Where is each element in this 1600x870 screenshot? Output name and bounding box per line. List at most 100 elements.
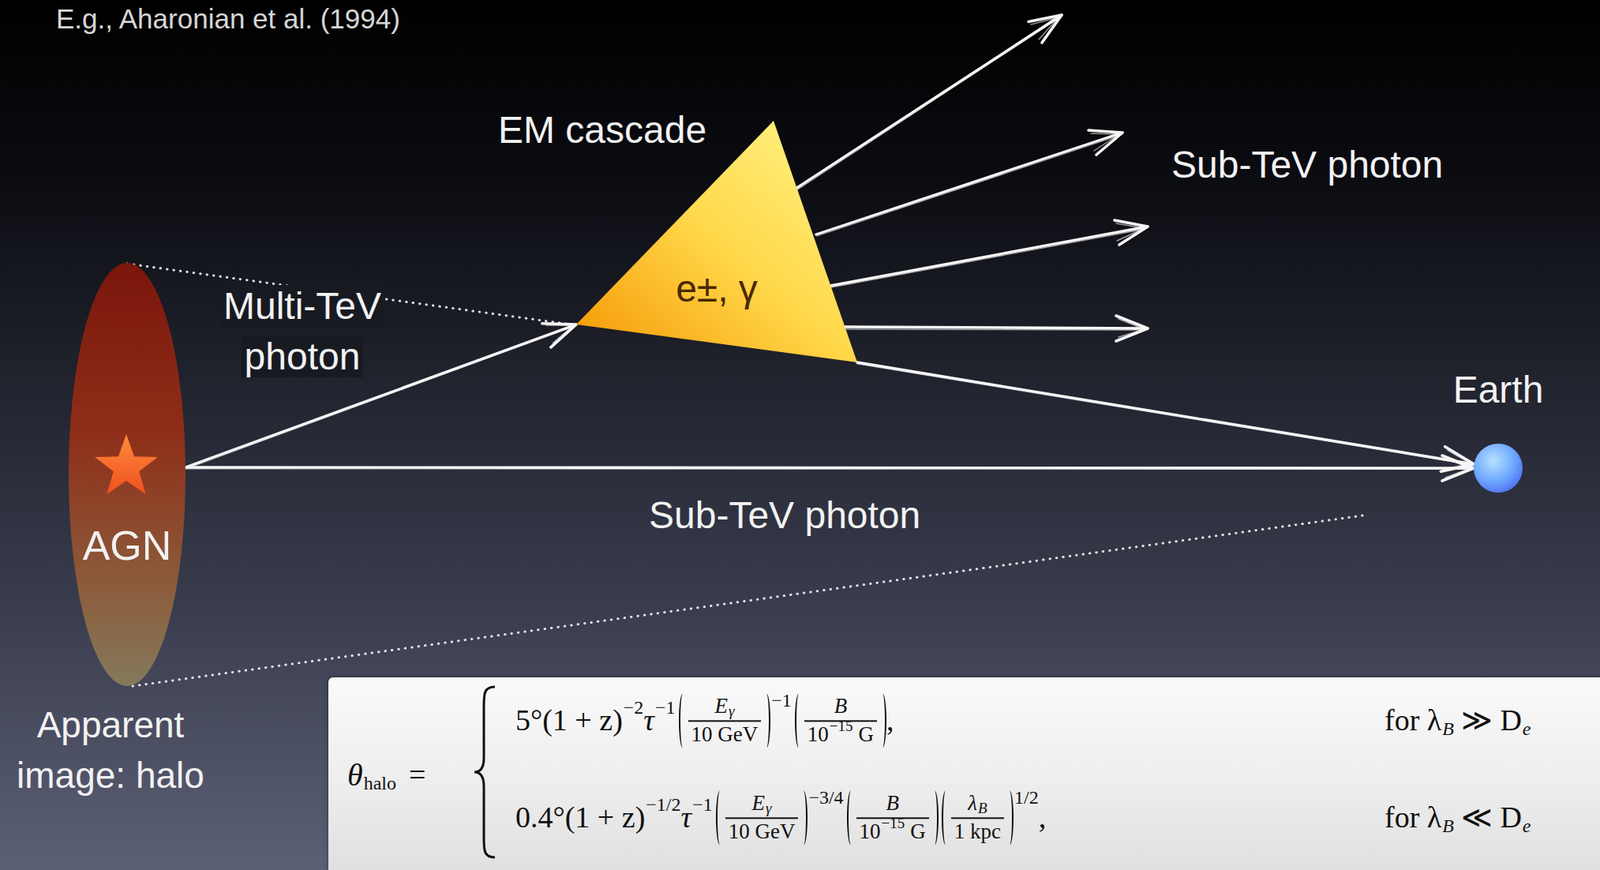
formula-text: τ (681, 801, 693, 835)
formula-text: 10 GeV (728, 820, 796, 844)
formula-text: −1 (771, 689, 792, 711)
formula-text: = (408, 758, 426, 792)
fraction-numerator: λB (964, 791, 990, 817)
arrow-line (816, 132, 1123, 235)
formula-text: B (1442, 815, 1454, 836)
formula-text: λ (967, 791, 978, 816)
cascade-triangle: EM cascadee±, γ (576, 120, 858, 363)
formula-text: , (886, 704, 895, 738)
photon-arrow (795, 14, 1062, 191)
arrow-head (1116, 315, 1148, 341)
formula-text: e (1522, 718, 1532, 739)
paren-group: λB 1 kpc (941, 790, 1014, 845)
arrow-head (1088, 130, 1123, 155)
arrow-head (542, 323, 577, 348)
edge-label-box: Multi-TeV photon (207, 281, 398, 383)
brace-path (474, 686, 495, 858)
particle-label: e±, γ (675, 266, 758, 311)
edge-label-box: Sub-TeV photon (648, 493, 921, 537)
right-paren (930, 790, 939, 845)
arrow-line (831, 228, 1146, 288)
photon-arrow (844, 315, 1148, 341)
fraction-numerator: Eγ (711, 694, 738, 720)
dotted-line (132, 515, 1363, 686)
arrow-head (1030, 17, 1059, 40)
arrow-head (1090, 133, 1120, 151)
fraction-numerator: B (831, 694, 851, 720)
formula-condition: for λB≪ De (1384, 801, 1532, 835)
formula-text: θ (347, 757, 364, 793)
fraction-numerator: B (882, 791, 903, 817)
formula-text: E (752, 791, 766, 816)
formula-text: −1 (655, 697, 676, 719)
formula-text: ≪ D (1461, 801, 1522, 835)
right-paren (762, 693, 771, 748)
formula-lhs: θhalo = (347, 757, 426, 793)
source-label: AGN (82, 522, 173, 570)
arrow-line (796, 17, 1061, 191)
formula-row: 5°(1 + z)−2τ−1Eγ10 GeV−1B10−15G, (515, 693, 895, 748)
formula-text: 1/2 (1014, 786, 1039, 808)
agn-star (94, 434, 158, 495)
formula-text: 1 kpc (954, 820, 1001, 844)
arrow-line (185, 467, 1474, 469)
right-paren (878, 693, 887, 748)
formula-text: e (1522, 815, 1532, 836)
halo-ellipse: AGNApparent image: halo (68, 262, 186, 686)
arrow-line (857, 363, 1473, 465)
fraction-denominator: 1 kpc (951, 816, 1005, 844)
fraction-denominator: 10 GeV (688, 719, 762, 747)
formula-condition: for λB≫ De (1384, 704, 1532, 738)
formula-text: B (977, 801, 988, 818)
formula-text: 0.4°(1 + z) (515, 801, 645, 835)
cascade-photon-arrows (795, 14, 1148, 341)
arrow-head (546, 325, 574, 344)
paren-group: B10−15G (794, 693, 887, 748)
formula-text: halo (363, 772, 397, 794)
formula-text: −3/4 (808, 786, 844, 808)
arrow-head (1116, 223, 1145, 241)
photon-arrow (830, 220, 1148, 288)
arrow-head (1028, 14, 1062, 43)
formula-text: E (714, 694, 728, 719)
arrow-line (795, 14, 1062, 189)
formula-text: B (834, 694, 848, 719)
left-paren (794, 693, 803, 748)
arrow-line (857, 362, 1474, 465)
fraction-denominator: 10 GeV (725, 816, 799, 844)
photon-label: Multi-TeV photon (220, 284, 385, 378)
left-paren (678, 693, 687, 748)
photon-arrow (816, 130, 1123, 237)
formula-text: γ (728, 704, 735, 721)
arrow-head (1445, 458, 1471, 478)
fraction: B10−15G (804, 693, 877, 748)
arrow-line (185, 468, 1472, 470)
paren-group: B10−15G (846, 790, 939, 845)
right-paren (1005, 790, 1014, 845)
formula-text: 10 (859, 820, 881, 844)
fraction-numerator: Eγ (749, 791, 776, 817)
arrow-head (1442, 455, 1474, 481)
fraction: B10−15G (856, 790, 930, 845)
cascade-shape (576, 120, 858, 363)
earth-shape (1473, 443, 1523, 493)
left-paren (846, 790, 855, 845)
cascade-heading: EM cascade (498, 108, 707, 152)
formula-panel: θhalo=5°(1 + z)−2τ−1Eγ10 GeV−1B10−15G,fo… (328, 677, 1600, 870)
formula-text: B (1442, 718, 1454, 739)
photon-arrow (185, 455, 1474, 481)
formula-text: G (910, 820, 926, 844)
halo-caption: Apparent image: halo (9, 699, 212, 802)
formula-text: −1/2 (645, 794, 681, 816)
arrow-head (1114, 220, 1148, 245)
earth-label: Earth (1453, 367, 1544, 412)
arrow-line (844, 326, 1148, 329)
paren-group: Eγ 10 GeV (715, 790, 809, 845)
right-paren (799, 790, 808, 845)
formula-text: G (858, 723, 875, 747)
left-paren (715, 790, 724, 845)
photon-arrow (857, 362, 1475, 472)
photon-label: Sub-TeV photon (1171, 142, 1443, 187)
formula-text: 10 GeV (691, 723, 759, 747)
formula-text: −2 (623, 697, 645, 719)
